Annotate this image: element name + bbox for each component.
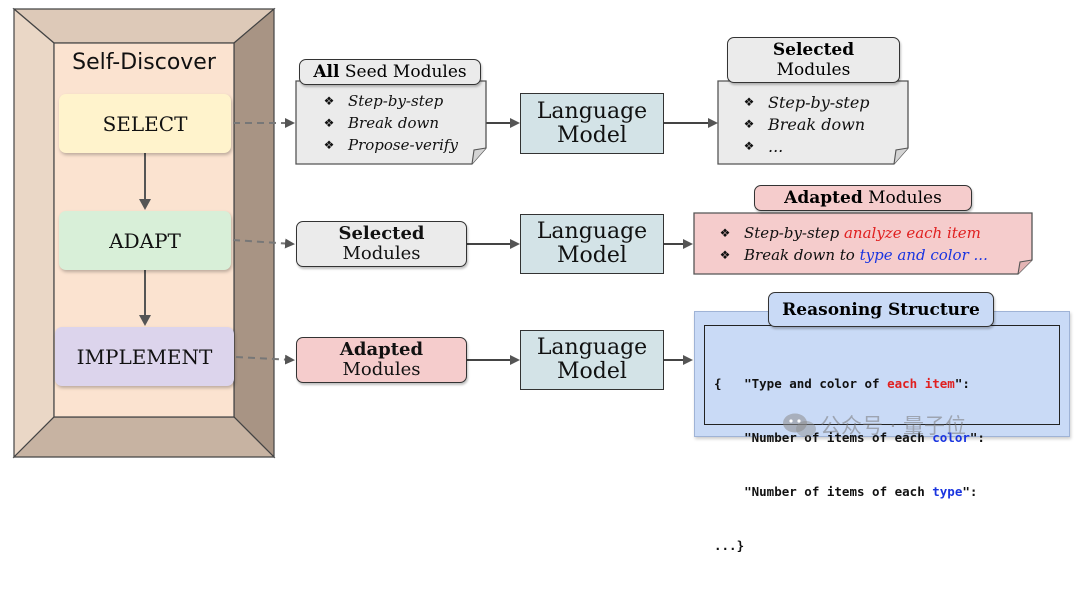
code-text: "Number of items of each bbox=[714, 430, 933, 445]
all-seed-modules-header-rest: Seed Modules bbox=[339, 62, 467, 82]
diamond-bullet-icon: ❖ bbox=[323, 94, 335, 108]
selected-modules-input: Selected Modules bbox=[296, 221, 467, 267]
code-text: "Number of items of each bbox=[714, 484, 933, 499]
language-model-box-3: Language Model bbox=[520, 330, 664, 390]
list-item: ❖ Step-by-step bbox=[310, 90, 485, 112]
adapted-modules-input-line-2: Modules bbox=[342, 359, 421, 380]
list-item-text: Break down bbox=[348, 114, 440, 132]
list-item: ❖ Break down to type and color ... bbox=[706, 244, 1026, 266]
wechat-icon bbox=[783, 413, 816, 437]
list-item-highlight: type and color ... bbox=[859, 246, 988, 264]
code-text: ...} bbox=[714, 538, 745, 553]
selected-modules-list: ❖ Step-by-step ❖ Break down ❖... bbox=[730, 91, 905, 157]
list-item: ❖ Step-by-step bbox=[730, 91, 905, 113]
all-seed-modules-header-bold: All bbox=[313, 62, 340, 82]
code-highlight: type bbox=[932, 484, 963, 499]
code-text: ": bbox=[969, 430, 985, 445]
code-highlight: color bbox=[932, 430, 970, 445]
adapt-to-implement-arrowhead bbox=[139, 315, 151, 326]
adapt-dashed-connector bbox=[232, 238, 295, 249]
adapted-modules-input: Adapted Modules bbox=[296, 337, 467, 383]
code-line: "Number of items of each type": bbox=[714, 483, 1059, 501]
list-item-text: Propose-verify bbox=[348, 136, 458, 154]
selected-modules-header: Selected Modules bbox=[727, 37, 900, 83]
diamond-bullet-icon: ❖ bbox=[743, 95, 755, 109]
reasoning-structure-header: Reasoning Structure bbox=[768, 292, 994, 327]
connector-layer bbox=[232, 80, 1033, 365]
select-stage: SELECT bbox=[59, 94, 231, 153]
list-item-text: ... bbox=[768, 136, 784, 156]
code-highlight: each item bbox=[887, 376, 955, 391]
language-model-line-2: Model bbox=[557, 243, 627, 268]
selected-modules-header-line-2: Modules bbox=[776, 60, 851, 80]
list-item-text: Step-by-step bbox=[744, 224, 844, 242]
adapt-stage: ADAPT bbox=[59, 211, 231, 270]
list-item-text: Step-by-step bbox=[768, 92, 870, 112]
list-item: ❖ Propose-verify bbox=[310, 134, 485, 156]
language-model-line-1: Language bbox=[536, 335, 648, 360]
list-item: ❖... bbox=[730, 135, 905, 157]
language-model-box-1: Language Model bbox=[520, 93, 664, 154]
list-item-text: Step-by-step bbox=[348, 92, 444, 110]
code-text: { "Type and color of bbox=[714, 376, 888, 391]
watermark: 公众号 · 量子位 bbox=[780, 408, 1050, 442]
diamond-bullet-icon: ❖ bbox=[323, 138, 335, 152]
adapted-modules-fold bbox=[1017, 259, 1033, 275]
selected-modules-header-line-1: Selected bbox=[772, 40, 855, 60]
watermark-text: 公众号 · 量子位 bbox=[820, 414, 967, 438]
language-model-line-1: Language bbox=[536, 98, 648, 124]
selected-modules-input-line-1: Selected bbox=[338, 223, 425, 244]
code-text: ": bbox=[954, 376, 970, 391]
seed-modules-list: ❖ Step-by-step ❖ Break down ❖ Propose-verif… bbox=[310, 90, 485, 156]
list-item: ❖ Break down bbox=[730, 113, 905, 135]
language-model-line-1: Language bbox=[536, 219, 648, 244]
adapted-modules-header-rest: Modules bbox=[862, 188, 942, 208]
selected-modules-fold bbox=[893, 147, 909, 165]
reasoning-structure-code: { "Type and color of each item": "Number… bbox=[714, 339, 1059, 591]
code-text: ": bbox=[962, 484, 978, 499]
list-item: ❖ Break down bbox=[310, 112, 485, 134]
diamond-bullet-icon: ❖ bbox=[323, 116, 335, 130]
implement-dashed-connector bbox=[235, 354, 295, 365]
selected-modules-input-line-2: Modules bbox=[342, 243, 421, 264]
self-discover-diagram: Self-Discover SELECT ADAPT IMPLEMENT All… bbox=[12, 7, 1070, 553]
code-line: ...} bbox=[714, 537, 1059, 555]
adapted-modules-header: Adapted Modules bbox=[754, 185, 972, 211]
adapted-modules-header-bold: Adapted bbox=[784, 188, 863, 208]
code-line: { "Type and color of each item": bbox=[714, 375, 1059, 393]
diamond-bullet-icon: ❖ bbox=[743, 117, 755, 131]
code-line: "Number of items of each color": bbox=[714, 429, 1059, 447]
implement-stage: IMPLEMENT bbox=[55, 327, 234, 386]
adapted-modules-list: ❖ Step-by-step analyze each item ❖ Break d… bbox=[706, 222, 1026, 266]
diamond-bullet-icon: ❖ bbox=[719, 226, 731, 240]
diamond-bullet-icon: ❖ bbox=[719, 248, 731, 262]
adapted-modules-input-line-1: Adapted bbox=[339, 339, 424, 360]
seed-modules-fold bbox=[471, 147, 487, 165]
list-item-text: Break down bbox=[768, 114, 866, 134]
language-model-line-2: Model bbox=[557, 359, 627, 384]
language-model-line-2: Model bbox=[557, 122, 627, 148]
list-item: ❖ Step-by-step analyze each item bbox=[706, 222, 1026, 244]
language-model-box-2: Language Model bbox=[520, 214, 664, 274]
list-item-text: Break down to bbox=[744, 246, 860, 264]
all-seed-modules-header: All Seed Modules bbox=[299, 59, 481, 85]
select-to-adapt-arrowhead bbox=[139, 199, 151, 210]
framework-title: Self-Discover bbox=[72, 50, 216, 75]
reasoning-structure-panel bbox=[694, 311, 1070, 437]
diamond-bullet-icon: ❖ bbox=[743, 139, 755, 153]
list-item-highlight: analyze each item bbox=[843, 224, 981, 242]
